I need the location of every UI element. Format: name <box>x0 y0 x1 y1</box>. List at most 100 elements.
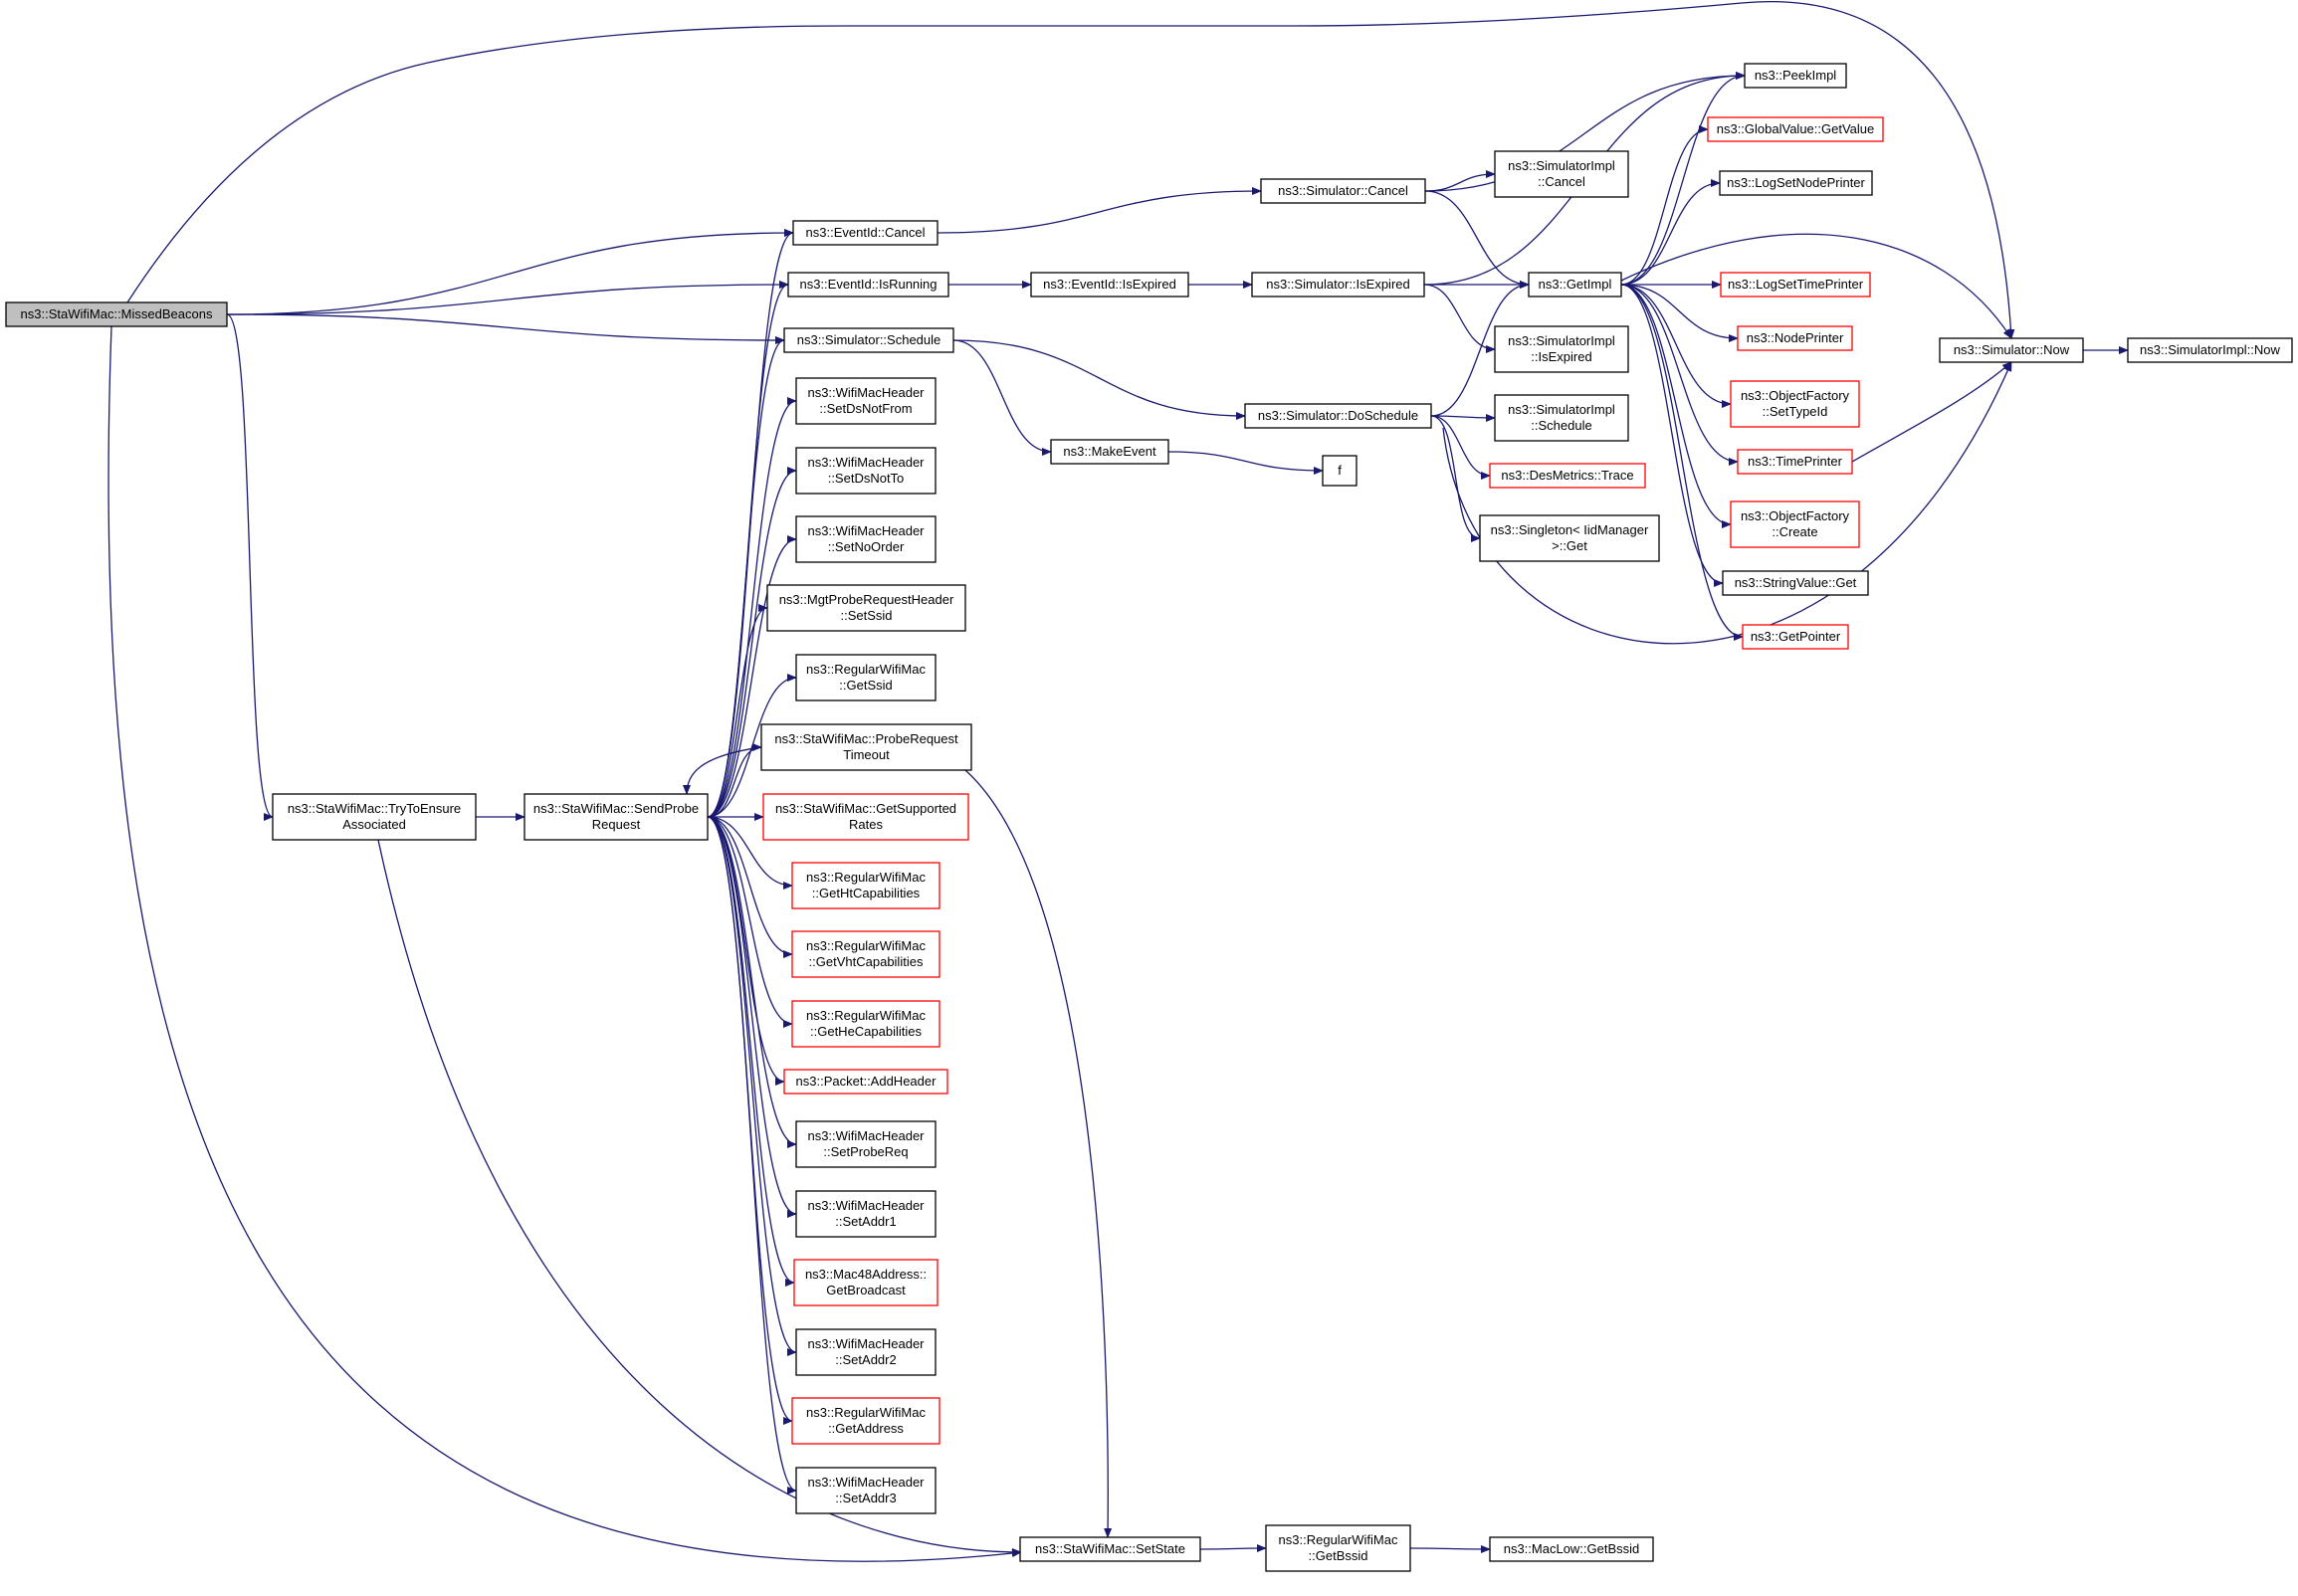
node-addheader[interactable]: ns3::Packet::AddHeader <box>783 1069 948 1095</box>
node-box <box>791 862 940 909</box>
node-globalvalue[interactable]: ns3::GlobalValue::GetValue <box>1707 116 1884 142</box>
node-ofcreate[interactable]: ns3::ObjectFactory::Create <box>1730 500 1860 548</box>
node-simdoschedule[interactable]: ns3::Simulator::DoSchedule <box>1244 403 1432 429</box>
node-box <box>1494 150 1629 198</box>
node-implcancel[interactable]: ns3::SimulatorImpl::Cancel <box>1494 150 1629 198</box>
node-getbroadcast[interactable]: ns3::Mac48Address::GetBroadcast <box>793 1259 939 1306</box>
node-box <box>791 1000 940 1048</box>
node-setnoorder[interactable]: ns3::WifiMacHeader::SetNoOrder <box>795 515 937 563</box>
node-label: ns3::SimulatorImpl <box>1508 158 1615 173</box>
node-label: ::SetAddr3 <box>835 1491 896 1505</box>
node-label: ns3::Mac48Address:: <box>805 1267 927 1282</box>
edge-sendprobe-to-setaddr2 <box>707 816 797 1356</box>
node-setaddr1[interactable]: ns3::WifiMacHeader::SetAddr1 <box>795 1190 937 1238</box>
edge-getimpl-to-settypeid <box>1620 284 1732 408</box>
node-evisexpired[interactable]: ns3::EventId::IsExpired <box>1030 272 1189 298</box>
edge-sendprobe-to-setprobereq <box>707 816 797 1148</box>
node-label: ns3::StaWifiMac::TryToEnsure <box>288 801 461 816</box>
node-lognodeprinter[interactable]: ns3::LogSetNodePrinter <box>1719 170 1873 196</box>
node-setaddr2[interactable]: ns3::WifiMacHeader::SetAddr2 <box>795 1328 937 1376</box>
node-stringvalue[interactable]: ns3::StringValue::Get <box>1722 570 1869 596</box>
node-label: ns3::WifiMacHeader <box>807 455 925 470</box>
node-label: ns3::NodePrinter <box>1747 330 1844 345</box>
edge-sendprobe-to-setdsnotfrom <box>707 397 797 818</box>
node-box <box>1707 116 1884 142</box>
node-label: ns3::StringValue::Get <box>1735 575 1857 590</box>
node-box <box>791 1397 940 1445</box>
node-getpointer[interactable]: ns3::GetPointer <box>1742 624 1849 650</box>
node-getimpl[interactable]: ns3::GetImpl <box>1528 272 1622 298</box>
edge-simdoschedule-to-simnow <box>1442 361 2012 645</box>
edge-sendprobe-to-setssid <box>707 604 768 818</box>
node-implnow[interactable]: ns3::SimulatorImpl::Now <box>2127 337 2293 363</box>
node-implschedule[interactable]: ns3::SimulatorImpl::Schedule <box>1494 394 1629 442</box>
edge-getbssid-to-maclowbssid <box>1409 1544 1491 1553</box>
node-simcancel[interactable]: ns3::Simulator::Cancel <box>1260 178 1426 204</box>
node-label: Timeout <box>843 747 890 762</box>
node-box <box>1489 463 1646 489</box>
edge-sendprobe-to-simschedule <box>707 336 785 818</box>
node-label: ::IsExpired <box>1531 349 1591 364</box>
node-settypeid[interactable]: ns3::ObjectFactory::SetTypeId <box>1730 380 1860 428</box>
node-setprobereq[interactable]: ns3::WifiMacHeader::SetProbeReq <box>795 1120 937 1168</box>
node-box <box>272 793 477 841</box>
node-gethe[interactable]: ns3::RegularWifiMac::GetHeCapabilities <box>791 1000 940 1048</box>
node-label: Request <box>592 817 641 832</box>
node-evisrunning[interactable]: ns3::EventId::IsRunning <box>787 272 949 298</box>
node-simisexpired[interactable]: ns3::Simulator::IsExpired <box>1251 272 1425 298</box>
node-peekimpl[interactable]: ns3::PeekImpl <box>1744 63 1847 89</box>
node-box <box>1019 1536 1201 1562</box>
node-f[interactable]: f <box>1322 455 1358 487</box>
node-box <box>1737 325 1853 351</box>
node-label: ::SetSsid <box>840 608 892 623</box>
node-box <box>792 220 939 246</box>
node-getbssid[interactable]: ns3::RegularWifiMac::GetBssid <box>1265 1524 1411 1572</box>
edge-probetimeout-to-sendprobe <box>683 746 762 795</box>
node-label: ns3::SimulatorImpl <box>1508 333 1615 348</box>
node-label: ns3::WifiMacHeader <box>807 1475 925 1490</box>
node-box <box>1494 394 1629 442</box>
edge-sendprobe-to-setnoorder <box>707 535 797 818</box>
node-implisexpired[interactable]: ns3::SimulatorImpl::IsExpired <box>1494 325 1629 373</box>
node-box <box>1050 439 1169 465</box>
edge-getimpl-to-peekimpl <box>1620 72 1746 286</box>
node-simschedule[interactable]: ns3::Simulator::Schedule <box>783 327 954 353</box>
node-label: ns3::TimePrinter <box>1748 454 1843 469</box>
node-label: Rates <box>849 817 883 832</box>
node-evcancel[interactable]: ns3::EventId::Cancel <box>792 220 939 246</box>
node-missed[interactable]: ns3::StaWifiMac::MissedBeacons <box>5 301 228 327</box>
edge-missed-to-simschedule <box>226 313 785 344</box>
node-desmetrics[interactable]: ns3::DesMetrics::Trace <box>1489 463 1646 489</box>
node-logtimeprinter[interactable]: ns3::LogSetTimePrinter <box>1720 272 1871 298</box>
node-label: ns3::WifiMacHeader <box>807 385 925 400</box>
node-label: ns3::Simulator::Schedule <box>797 332 941 347</box>
node-getvht[interactable]: ns3::RegularWifiMac::GetVhtCapabilities <box>791 930 940 978</box>
node-timeprinter[interactable]: ns3::TimePrinter <box>1737 449 1853 475</box>
node-setssid[interactable]: ns3::MgtProbeRequestHeader::SetSsid <box>766 584 966 632</box>
node-label: ns3::LogSetTimePrinter <box>1728 277 1864 292</box>
node-makeevent[interactable]: ns3::MakeEvent <box>1050 439 1169 465</box>
node-maclowbssid[interactable]: ns3::MacLow::GetBssid <box>1489 1536 1654 1562</box>
node-label: ns3::RegularWifiMac <box>806 1405 926 1420</box>
node-singleton[interactable]: ns3::Singleton< IidManager>::Get <box>1479 514 1660 562</box>
node-setdsnotfrom[interactable]: ns3::WifiMacHeader::SetDsNotFrom <box>795 377 937 425</box>
node-setaddr3[interactable]: ns3::WifiMacHeader::SetAddr3 <box>795 1467 937 1514</box>
node-label: ns3::WifiMacHeader <box>807 1128 925 1143</box>
edge-sendprobe-to-probetimeout <box>707 743 762 818</box>
node-getssid[interactable]: ns3::RegularWifiMac::GetSsid <box>795 654 937 701</box>
node-getaddress[interactable]: ns3::RegularWifiMac::GetAddress <box>791 1397 940 1445</box>
node-simnow[interactable]: ns3::Simulator::Now <box>1939 337 2084 363</box>
node-setdsnotto[interactable]: ns3::WifiMacHeader::SetDsNotTo <box>795 447 937 495</box>
node-box <box>793 1259 939 1306</box>
node-label: ns3::RegularWifiMac <box>806 870 926 885</box>
node-box <box>1528 272 1622 298</box>
node-setstate[interactable]: ns3::StaWifiMac::SetState <box>1019 1536 1201 1562</box>
node-nodeprinter[interactable]: ns3::NodePrinter <box>1737 325 1853 351</box>
node-label: ::Cancel <box>1538 174 1585 189</box>
node-getht[interactable]: ns3::RegularWifiMac::GetHtCapabilities <box>791 862 940 909</box>
